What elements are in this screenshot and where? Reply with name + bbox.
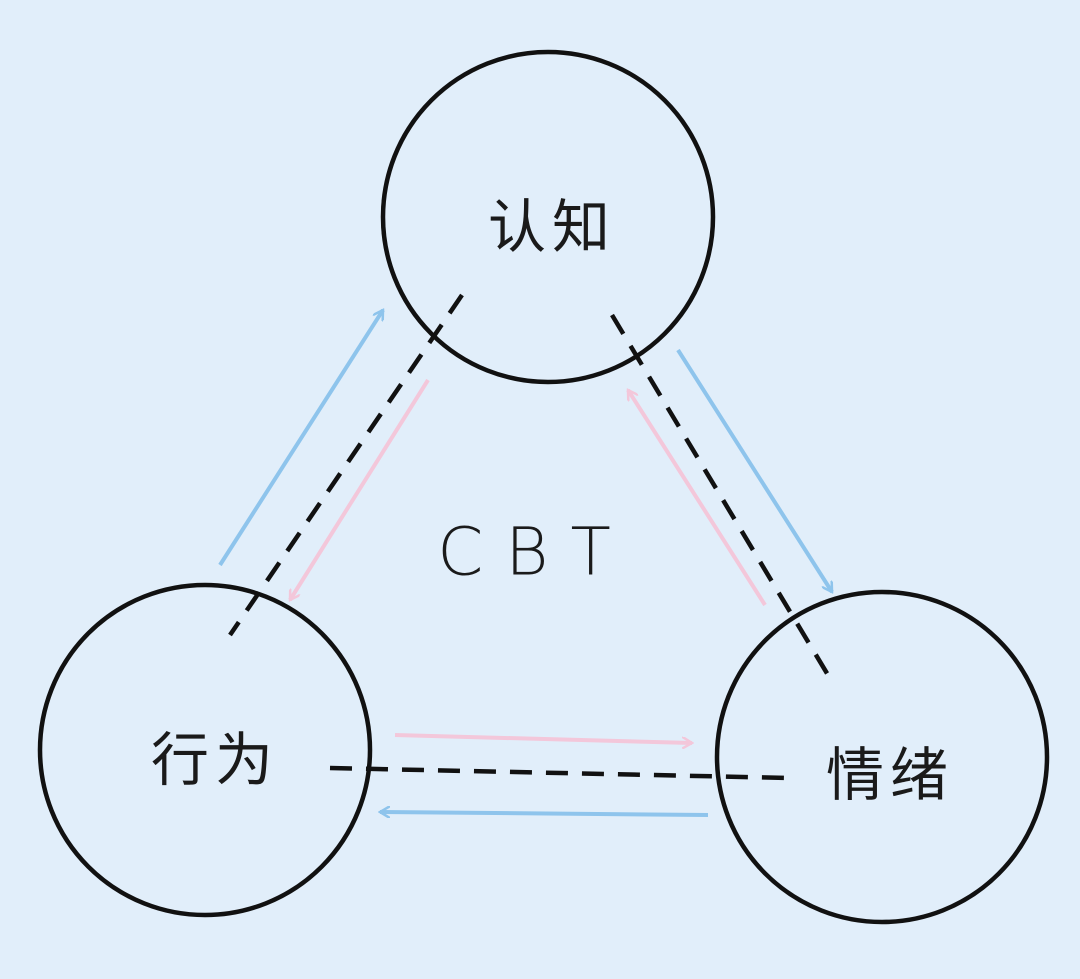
node-behavior-circle <box>37 582 373 918</box>
arrow-emotion-to-behavior <box>380 812 709 815</box>
node-emotion-circle <box>714 589 1050 925</box>
arrow-emotion-to-cognition <box>626 390 767 607</box>
arrow-behavior-to-cognition <box>218 310 385 567</box>
arrow-cognition-to-behavior <box>288 378 430 600</box>
node-emotion-label: 情绪 <box>825 741 955 809</box>
arrow-behavior-to-emotion <box>394 733 692 743</box>
dashed-link-behavior-emotion <box>329 765 791 781</box>
node-cognition-circle <box>380 49 716 385</box>
dashed-link-cognition-behavior <box>228 293 464 637</box>
arrow-cognition-to-emotion <box>676 348 834 592</box>
node-cognition-label: 认知 <box>487 193 617 261</box>
dashed-link-cognition-emotion <box>610 313 830 677</box>
center-label: CBT <box>437 513 633 591</box>
node-behavior-label: 行为 <box>150 726 280 794</box>
